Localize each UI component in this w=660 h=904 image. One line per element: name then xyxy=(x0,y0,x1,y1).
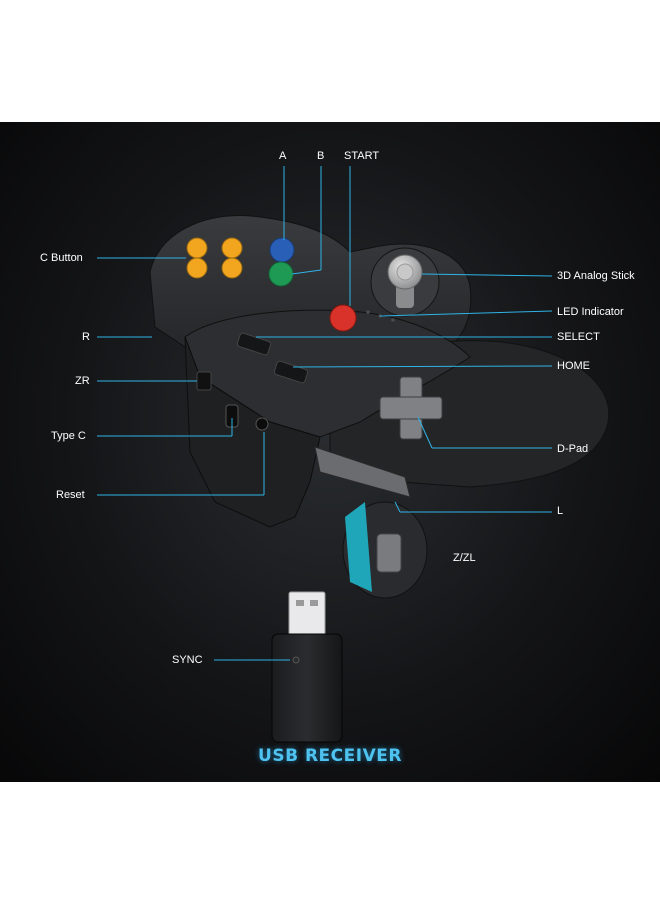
label-r: R xyxy=(82,331,90,343)
label-select: SELECT xyxy=(557,331,600,343)
usb-receiver-title: USB RECEIVER xyxy=(258,746,402,766)
home-button xyxy=(273,360,309,384)
label-d-pad: D-Pad xyxy=(557,443,589,455)
analog-stick xyxy=(370,247,440,317)
label-analog-stick: 3D Analog Stick xyxy=(557,270,635,282)
label-zr: ZR xyxy=(75,375,90,387)
reset-hole xyxy=(255,417,269,431)
label-sync: SYNC xyxy=(172,654,203,666)
zr-button xyxy=(196,371,212,391)
callout-lines xyxy=(97,166,553,661)
start-button xyxy=(329,304,357,332)
label-c-button: C Button xyxy=(40,252,83,264)
label-l: L xyxy=(557,505,564,517)
label-led-indicator: LED Indicator xyxy=(557,306,624,318)
z-trigger-inset xyxy=(342,501,428,599)
a-button xyxy=(269,237,295,263)
label-home: HOME xyxy=(557,360,590,372)
label-z-zl: Z/ZL xyxy=(453,552,476,564)
c-buttons xyxy=(186,237,243,279)
label-start: START xyxy=(344,150,380,162)
label-a: A xyxy=(279,150,287,162)
b-button xyxy=(268,261,294,287)
label-type-c: Type C xyxy=(51,430,86,442)
controller-illustration xyxy=(97,166,610,743)
usb-dongle xyxy=(271,591,343,743)
l-trigger xyxy=(314,446,411,498)
label-b: B xyxy=(317,150,325,162)
d-pad xyxy=(379,376,443,440)
label-reset: Reset xyxy=(56,489,85,501)
product-diagram: A B START C Button 3D Analog Stick LED I… xyxy=(0,122,660,782)
controller-grip xyxy=(184,336,321,528)
